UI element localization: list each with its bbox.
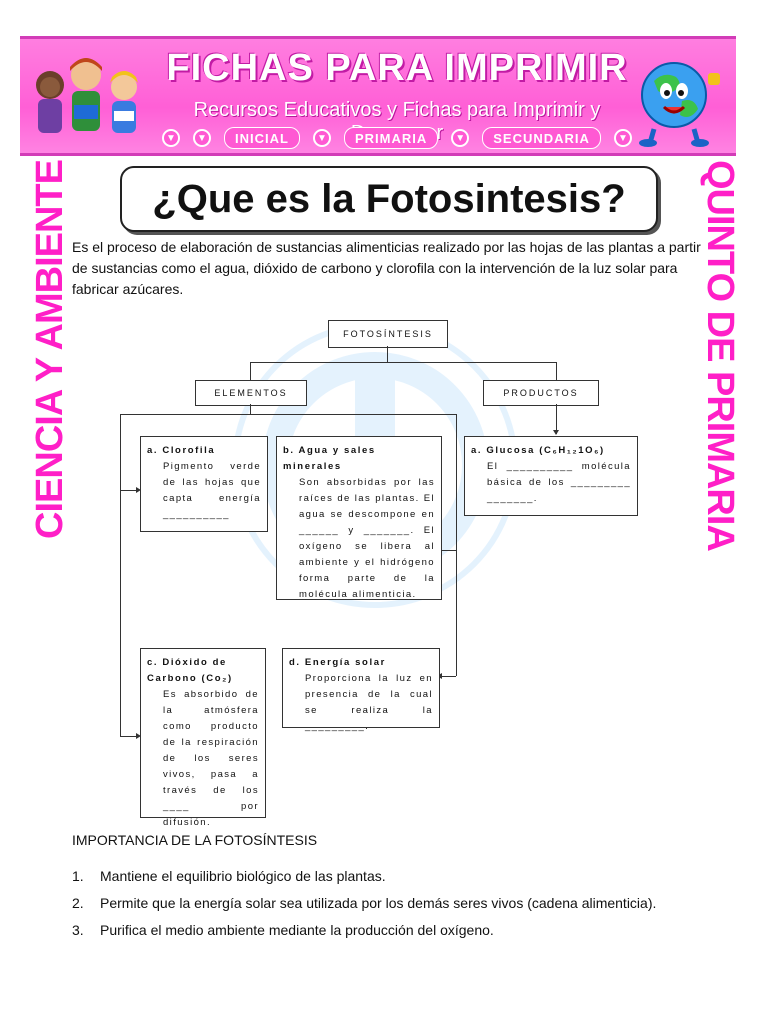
nav-arrow-icon[interactable]: ▼ [613,129,632,147]
connector [556,362,557,380]
site-title: FICHAS PARA IMPRIMIR [166,47,628,89]
connector [250,362,556,363]
globe-mascot-icon [639,62,720,147]
nav-arrow-icon[interactable]: ▼ [451,129,470,147]
intro-paragraph: Es el proceso de elaboración de sustanci… [72,239,701,297]
children-illustration-icon [36,58,138,133]
card-title: c. Dióxido de Carbono (Co₂) [147,657,233,684]
card-body: Proporciona la luz en presencia de la cu… [305,673,433,732]
importance-heading: IMPORTANCIA DE LA FOTOSÍNTESIS [72,832,318,848]
arrow-icon [553,430,559,435]
card-energia: d. Energía solar Proporciona la luz en p… [282,648,440,732]
nav-arrow-icon[interactable]: ▼ [193,129,211,147]
card-title: b. Agua y sales minerales [283,445,376,472]
connector [387,346,388,362]
header-banner: FICHAS PARA IMPRIMIR Recursos Educativos… [20,36,736,156]
photosynthesis-diagram: FOTOSÍNTESIS ELEMENTOS PRODUCTOS a. Clor… [100,316,660,828]
subject-label: CIENCIA Y AMBIENTE [29,160,71,539]
card-title: d. Energía solar [289,657,386,668]
connector [456,414,457,550]
arrow-icon [136,733,141,739]
item-text: Permite que la energía solar sea utiliza… [100,895,657,911]
nav-arrow-icon[interactable]: ▼ [312,129,331,147]
card-body: El __________ molécula básica de los ___… [487,461,631,504]
card-dioxido: c. Dióxido de Carbono (Co₂) Es absorbido… [140,648,266,828]
page-title: ¿Que es la Fotosintesis? [152,176,626,221]
connector [120,736,138,737]
list-item: 1. Mantiene el equilibrio biológico de l… [72,866,694,887]
products-label: PRODUCTOS [503,388,579,398]
elements-box: ELEMENTOS [195,380,307,406]
item-number: 3. [72,922,84,938]
card-title: a. Clorofila [147,445,216,456]
products-box: PRODUCTOS [483,380,599,406]
connector [250,362,251,380]
root-box-fotosintesis: FOTOSÍNTESIS [328,320,448,348]
side-label-right: QUINTO DE PRIMARIA [699,160,741,551]
list-item: 2. Permite que la energía solar sea util… [72,893,694,914]
nav-inicial[interactable]: INICIAL [224,127,300,149]
nav-secundaria[interactable]: SECUNDARIA [482,127,601,149]
connector [556,404,557,434]
card-body: Es absorbido de la atmósfera como produc… [163,689,259,828]
card-clorofila: a. Clorofila Pigmento verde de las hojas… [140,436,268,532]
page-title-box: ¿Que es la Fotosintesis? [120,166,658,232]
connector [120,414,456,415]
connector [440,676,456,677]
side-label-left: CIENCIA Y AMBIENTE [29,160,71,539]
card-body: Son absorbidas por las raíces de las pla… [299,477,435,600]
card-agua-sales: b. Agua y sales minerales Son absorbidas… [276,436,442,600]
connector [120,490,138,491]
item-number: 2. [72,895,84,911]
card-glucosa: a. Glucosa (C₆H₁₂1O₆) El __________ molé… [464,436,638,516]
root-label: FOTOSÍNTESIS [343,329,433,339]
item-number: 1. [72,868,84,884]
connector [456,516,457,676]
grade-label: QUINTO DE PRIMARIA [699,160,741,551]
list-item: 3. Purifica el medio ambiente mediante l… [72,920,694,941]
item-text: Purifica el medio ambiente mediante la p… [100,922,494,938]
card-body: Pigmento verde de las hojas que capta en… [163,461,261,520]
connector [440,550,456,551]
arrow-icon [136,487,141,493]
item-text: Mantiene el equilibrio biológico de las … [100,868,386,884]
home-arrow-icon[interactable]: ▼ [162,129,180,147]
elements-label: ELEMENTOS [214,388,288,398]
importance-list: 1. Mantiene el equilibrio biológico de l… [72,866,694,947]
card-title: a. Glucosa (C₆H₁₂1O₆) [471,445,605,456]
connector [250,404,251,414]
top-nav: ▼ ▼ INICIAL ▼ PRIMARIA ▼ SECUNDARIA ▼ [162,127,632,149]
nav-primaria[interactable]: PRIMARIA [343,127,439,149]
connector [120,414,121,736]
